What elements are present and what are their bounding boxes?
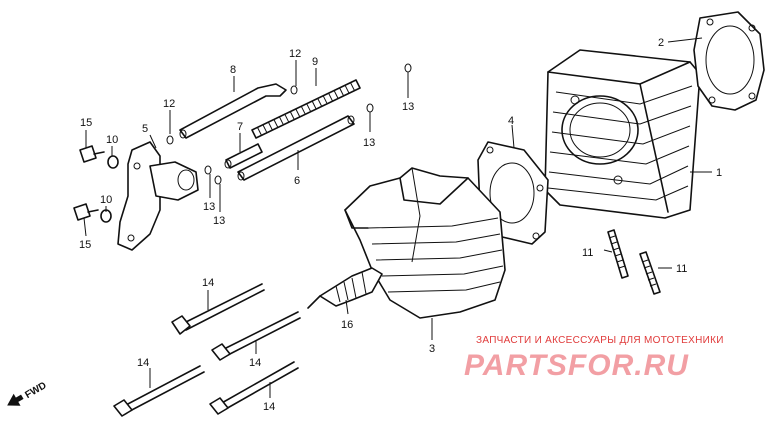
cylinder <box>544 49 701 219</box>
callout-13d: 13 <box>213 215 225 227</box>
leader-lines <box>83 37 712 398</box>
fwd-label: FWD <box>23 380 48 401</box>
callout-14d: 14 <box>263 401 275 413</box>
pipe-bent <box>179 83 287 139</box>
callout-10b: 10 <box>100 194 112 206</box>
callout-12b: 12 <box>163 98 175 110</box>
watermark-brand: PARTSFOR.RU <box>464 349 689 382</box>
fwd-arrow-icon <box>7 393 24 406</box>
callout-3: 3 <box>429 343 435 355</box>
clamps <box>166 63 412 185</box>
cylinder-gasket <box>693 11 765 111</box>
spark-plug <box>307 267 383 309</box>
watermark: ЗАПЧАСТИ И АКСЕССУАРЫ ДЛЯ МОТОТЕХНИКИ PA… <box>464 335 724 382</box>
callout-6: 6 <box>294 175 300 187</box>
callout-4: 4 <box>508 115 514 127</box>
callout-13c: 13 <box>203 201 215 213</box>
cylinder-head <box>344 167 506 319</box>
studs <box>607 229 661 295</box>
callout-8: 8 <box>230 64 236 76</box>
callout-15a: 15 <box>80 117 92 129</box>
callout-14a: 14 <box>202 277 214 289</box>
spring <box>251 79 361 139</box>
callout-16: 16 <box>341 319 353 331</box>
callout-5: 5 <box>142 123 148 135</box>
callout-numbers: 1 2 3 4 5 6 7 8 9 10 10 11 11 12 12 13 1… <box>79 37 722 413</box>
callout-12a: 12 <box>289 48 301 60</box>
intake-manifold <box>117 141 199 251</box>
hose-short <box>224 143 263 169</box>
callout-2: 2 <box>658 37 664 49</box>
fwd-indicator: FWD <box>7 380 49 406</box>
callout-9: 9 <box>312 56 318 68</box>
callout-13b: 13 <box>363 137 375 149</box>
callout-11a: 11 <box>582 247 593 259</box>
bolts <box>113 283 301 417</box>
callout-11b: 11 <box>676 263 687 275</box>
screws-and-washers <box>73 145 119 223</box>
callout-14c: 14 <box>137 357 149 369</box>
callout-7: 7 <box>237 121 243 133</box>
watermark-caption: ЗАПЧАСТИ И АКСЕССУАРЫ ДЛЯ МОТОТЕХНИКИ <box>476 335 724 346</box>
callout-14b: 14 <box>249 357 261 369</box>
callout-1: 1 <box>716 167 722 179</box>
callout-13a: 13 <box>402 101 414 113</box>
callout-10a: 10 <box>106 134 118 146</box>
callout-15b: 15 <box>79 239 91 251</box>
hose-long <box>237 115 355 181</box>
